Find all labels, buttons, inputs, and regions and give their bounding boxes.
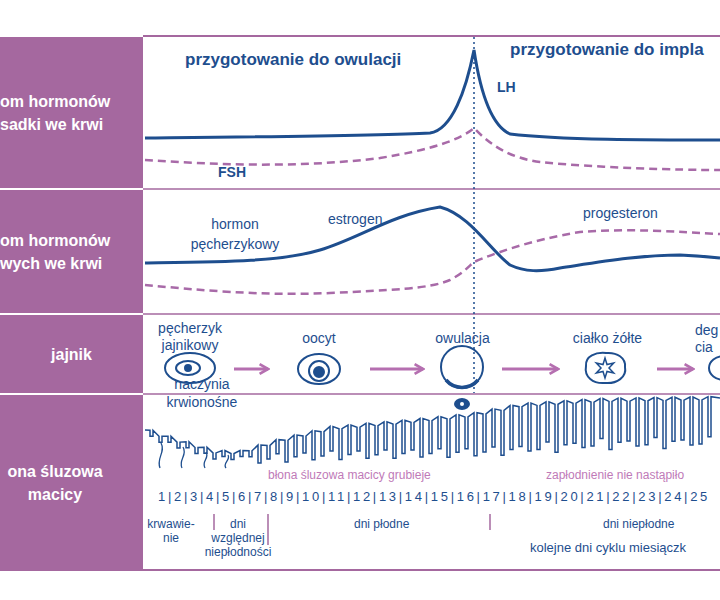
stage-label: deg cia xyxy=(695,322,720,356)
stage-arrow xyxy=(234,368,268,371)
axis-label: kolejne dni cyklu miesiączk xyxy=(530,540,686,556)
row-divider xyxy=(143,313,720,315)
stage-arrow xyxy=(370,368,423,371)
row-divider xyxy=(143,188,720,190)
period-label: krwawie- nie xyxy=(145,517,197,545)
hormone-label: hormon pęcherzykowy xyxy=(180,214,290,254)
period-label: dni niepłodne xyxy=(603,517,674,531)
frame-line xyxy=(143,35,720,37)
ovary-stage: deg cia xyxy=(695,322,720,390)
vessel-line xyxy=(225,455,229,468)
process-note: zapłodnienie nie nastąpiło xyxy=(546,468,684,482)
corpus-luteum-icon xyxy=(596,358,613,378)
ovary-stage: oocyt xyxy=(270,330,368,390)
row-heading: ona śluzowa macicy xyxy=(0,460,110,506)
vessel-line xyxy=(181,447,184,468)
row-heading: om hormonów sadki we krwi xyxy=(0,90,125,136)
phase-heading: przygotowanie do owulacji xyxy=(185,50,401,70)
separator-tick xyxy=(267,514,269,545)
vessel-line xyxy=(159,443,162,468)
oocyte-icon xyxy=(309,361,329,381)
stage-arrow xyxy=(657,368,693,371)
stage-arrow xyxy=(502,368,558,371)
ovary-stage: ciałko żółte xyxy=(560,330,655,390)
row-heading: om hormonów wych we krwi xyxy=(0,229,125,275)
ovulation-icon xyxy=(446,380,478,387)
ovulation-icon xyxy=(441,346,483,388)
row-heading: jajnik xyxy=(0,343,143,366)
structure-label: naczynia krwionośne xyxy=(150,375,254,411)
lh-curve xyxy=(145,50,720,140)
hormone-label: estrogen xyxy=(328,211,382,228)
stage-label: pęcherzyk jajnikowy xyxy=(148,320,232,354)
row-band: ona śluzowa macicy xyxy=(0,395,143,570)
hormone-label: FSH xyxy=(218,164,246,181)
day-scale: 1|2|3|4|5|6|7|8|9|10|11|12|13|14|15|16|1… xyxy=(158,489,710,505)
process-note: błona śluzowa macicy grubieje xyxy=(268,468,431,482)
egg-icon xyxy=(455,399,469,409)
stage-label: owulacja xyxy=(425,330,500,347)
row-band: om hormonów sadki we krwi xyxy=(0,37,143,188)
hormone-label: LH xyxy=(497,79,516,96)
row-band: om hormonów wych we krwi xyxy=(0,190,143,313)
follicle-icon xyxy=(176,361,200,375)
corpus-luteum-icon xyxy=(586,353,626,383)
oocyte-icon xyxy=(298,354,340,384)
hormone-label: progesteron xyxy=(583,205,658,222)
degeneration-icon xyxy=(709,356,720,380)
egg-icon xyxy=(460,402,464,406)
separator-tick xyxy=(489,514,491,530)
blood-vessels xyxy=(159,443,229,468)
separator-tick xyxy=(213,514,215,530)
row-band: jajnik xyxy=(0,315,143,393)
stage-label: ciałko żółte xyxy=(560,330,655,347)
stage-label: oocyt xyxy=(270,330,368,347)
follicle-icon xyxy=(185,365,191,371)
phase-heading: przygotowanie do impla xyxy=(510,40,704,60)
period-label: dni płodne xyxy=(354,517,409,531)
period-label: dni względnej niepłodności xyxy=(202,517,274,559)
fsh-curve xyxy=(145,128,720,170)
ovary-stage: owulacja xyxy=(425,330,500,415)
oocyte-icon xyxy=(314,367,324,377)
vessel-line xyxy=(204,452,207,468)
